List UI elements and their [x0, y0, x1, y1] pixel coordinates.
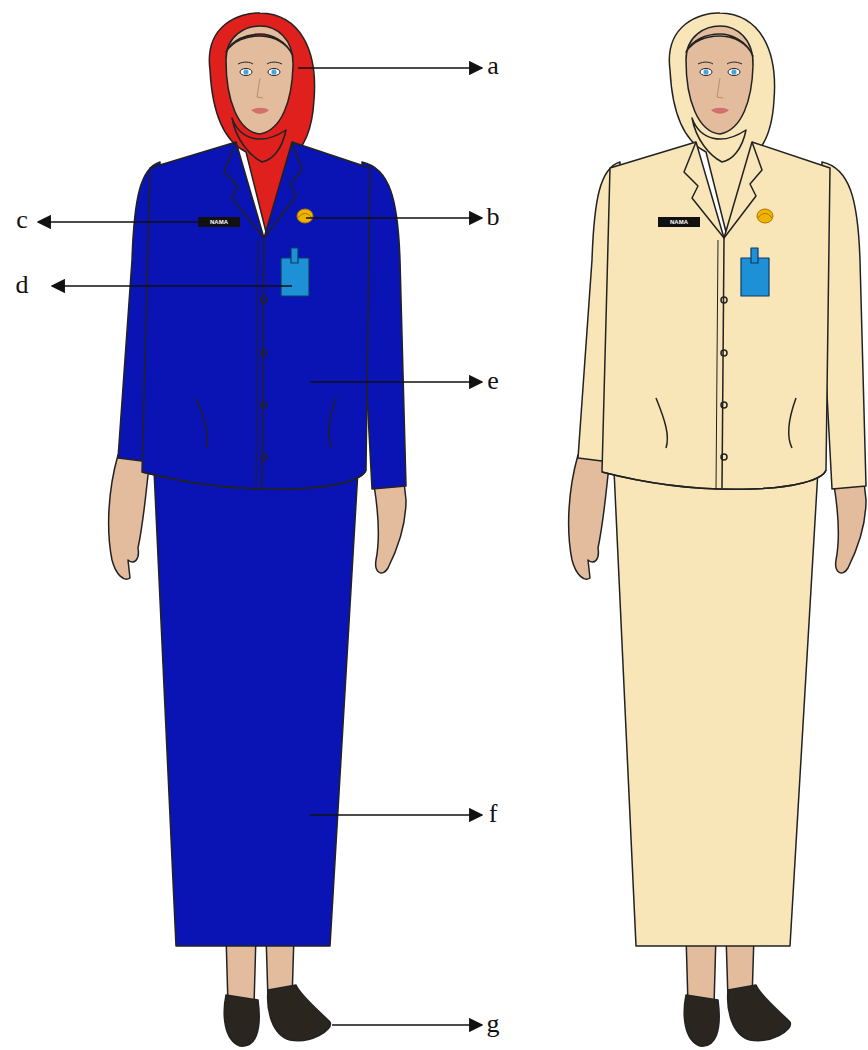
figure-blue-uniform: [109, 13, 406, 1046]
callout-letter: f: [489, 801, 498, 827]
callout-letter: d: [16, 272, 29, 298]
leader-arrow: [52, 285, 292, 287]
leader-lines: [38, 68, 482, 1025]
leader-arrow: [306, 217, 482, 219]
leader-arrow: [298, 67, 482, 69]
figure-cream-uniform: [569, 13, 866, 1046]
callout-letter: e: [487, 368, 499, 394]
leader-arrow: [332, 1024, 482, 1026]
callout-letter: g: [487, 1011, 500, 1037]
name-tag-text: NAMA: [670, 219, 688, 225]
callout-letter: c: [16, 207, 28, 233]
leader-arrow: [310, 381, 482, 383]
callout-letter: a: [487, 53, 499, 79]
leader-arrow: [38, 221, 220, 223]
name-tag-text: NAMA: [210, 219, 228, 225]
callout-letter: b: [487, 204, 500, 230]
leader-arrow: [310, 814, 482, 816]
